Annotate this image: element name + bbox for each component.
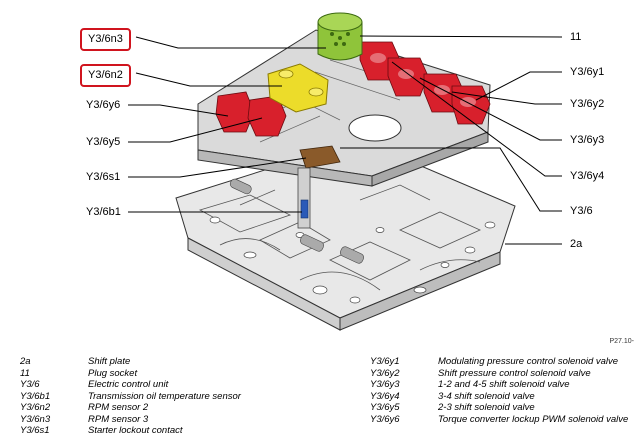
legend-code: Y3/6y1 (370, 356, 400, 367)
legend-row: Y3/6y3 1-2 and 4-5 shift solenoid valve (370, 379, 628, 391)
legend-left: 2a Shift plate 11 Plug socket Y3/6 Electric… (20, 356, 241, 437)
temperature-sensor (297, 167, 311, 229)
legend-code: Y3/6n2 (20, 402, 51, 413)
legend-desc: Torque converter lockup PWM solenoid val… (438, 413, 629, 425)
shift-plate (175, 139, 516, 331)
legend-row: Y3/6y1 Modulating pressure control soleno… (370, 356, 628, 368)
callout-y3-6b1: Y3/6b1 (86, 206, 121, 218)
callout-y3-6n2: Y3/6n2 (80, 64, 131, 87)
figure-reference: P27.10- (609, 338, 634, 345)
legend-row: Y3/6n3 RPM sensor 3 (20, 414, 241, 426)
legend-row: Y3/6 Electric control unit (20, 379, 241, 391)
legend-row: 11 Plug socket (20, 368, 241, 380)
legend-code: 2a (20, 356, 31, 367)
legend-desc: 2-3 shift solenoid valve (438, 402, 535, 413)
leader-lines (128, 35, 563, 245)
legend-desc: Shift pressure control solenoid valve (438, 367, 591, 379)
legend-desc: Shift plate (88, 356, 131, 367)
legend-code: Y3/6y5 (370, 402, 400, 413)
legend-row: 2a Shift plate (20, 356, 241, 368)
legend-row: Y3/6y4 3-4 shift solenoid valve (370, 391, 628, 403)
legend-code: Y3/6n3 (20, 413, 51, 425)
legend-desc: 1-2 and 4-5 shift solenoid valve (438, 379, 570, 390)
plug-socket (317, 12, 363, 61)
legend-row: Y3/6n2 RPM sensor 2 (20, 402, 241, 414)
legend-code: Y3/6y3 (370, 379, 400, 390)
callout-y3-6n3: Y3/6n3 (80, 28, 131, 51)
callout-y3-6y4: Y3/6y4 (570, 170, 605, 182)
legend-code: Y3/6s1 (20, 425, 50, 436)
starter-lockout-contact (299, 145, 341, 169)
callout-y3-6y6: Y3/6y6 (86, 99, 121, 111)
legend-right: Y3/6y1 Modulating pressure control soleno… (370, 356, 628, 425)
callout-y3-6y3: Y3/6y3 (570, 134, 605, 146)
callout-11: 11 (570, 31, 582, 43)
legend-desc: Modulating pressure control solenoid val… (438, 356, 619, 367)
callout-y3-6y5: Y3/6y5 (86, 136, 121, 148)
legend-row: Y3/6y5 2-3 shift solenoid valve (370, 402, 628, 414)
callout-y3-6y1: Y3/6y1 (570, 66, 605, 78)
legend-code: 11 (20, 367, 30, 379)
legend-desc: Electric control unit (88, 379, 169, 390)
legend-code: Y3/6b1 (20, 390, 51, 402)
legend-desc: 3-4 shift solenoid valve (438, 390, 535, 402)
legend-row: Y3/6y2 Shift pressure control solenoid va… (370, 368, 628, 380)
legend-desc: Plug socket (88, 367, 138, 379)
rpm-sensors (267, 63, 329, 113)
legend-code: Y3/6y2 (370, 367, 400, 379)
callout-y3-6s1: Y3/6s1 (86, 171, 121, 183)
callout-2a: 2a (570, 238, 583, 250)
legend-desc: RPM sensor 3 (88, 413, 149, 425)
legend-code: Y3/6y6 (370, 413, 400, 425)
legend-row: Y3/6b1 Transmission oil temperature senso… (20, 391, 241, 403)
legend-desc: Transmission oil temperature sensor (88, 390, 241, 402)
valve-body-diagram (128, 12, 563, 331)
legend-desc: RPM sensor 2 (88, 402, 149, 413)
callout-y3-6y2: Y3/6y2 (570, 98, 605, 110)
legend-code: Y3/6y4 (370, 390, 400, 402)
legend-desc: Starter lockout contact (88, 425, 183, 436)
callout-y3-6: Y3/6 (570, 205, 593, 217)
legend-row: Y3/6s1 Starter lockout contact (20, 425, 241, 437)
legend-code: Y3/6 (20, 379, 40, 390)
legend-row: Y3/6y6 Torque converter lockup PWM soleno… (370, 414, 628, 426)
solenoid-valves (215, 41, 491, 137)
